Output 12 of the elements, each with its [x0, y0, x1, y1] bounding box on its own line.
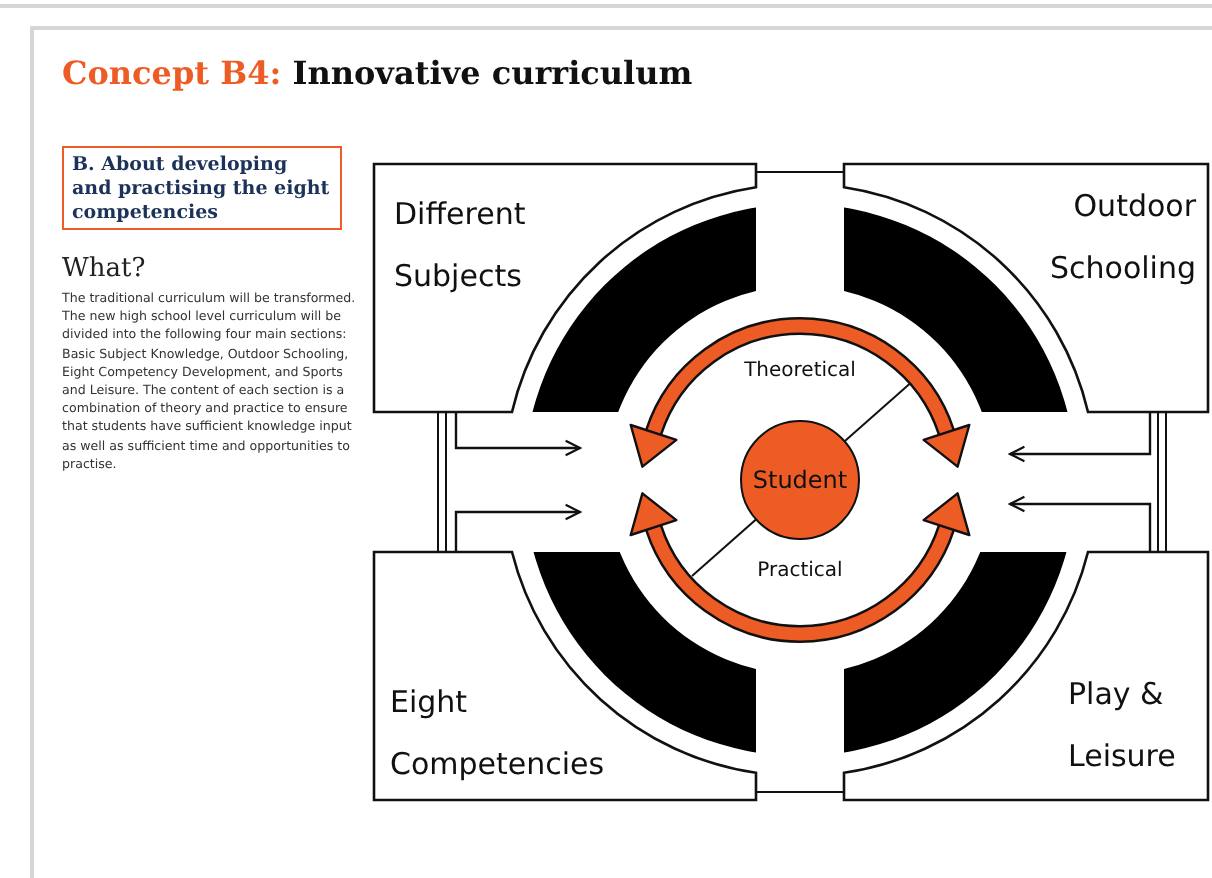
- arrow: [1008, 412, 1152, 463]
- title: Concept B4: Innovative curriculum: [62, 54, 693, 92]
- section-room: Eight Competencies: [374, 552, 756, 800]
- section-heading: What?: [62, 254, 148, 284]
- heading-box: B. About developing and practising the eight competencies: [62, 146, 342, 230]
- arrow: [454, 412, 582, 457]
- arrow: [454, 503, 582, 552]
- section-room: Play & Leisure: [844, 552, 1208, 800]
- ring-label: Practical: [755, 560, 845, 582]
- student-circle: Student: [740, 420, 860, 540]
- ring-label: Theoretical: [742, 360, 858, 382]
- arrow: [1008, 495, 1152, 552]
